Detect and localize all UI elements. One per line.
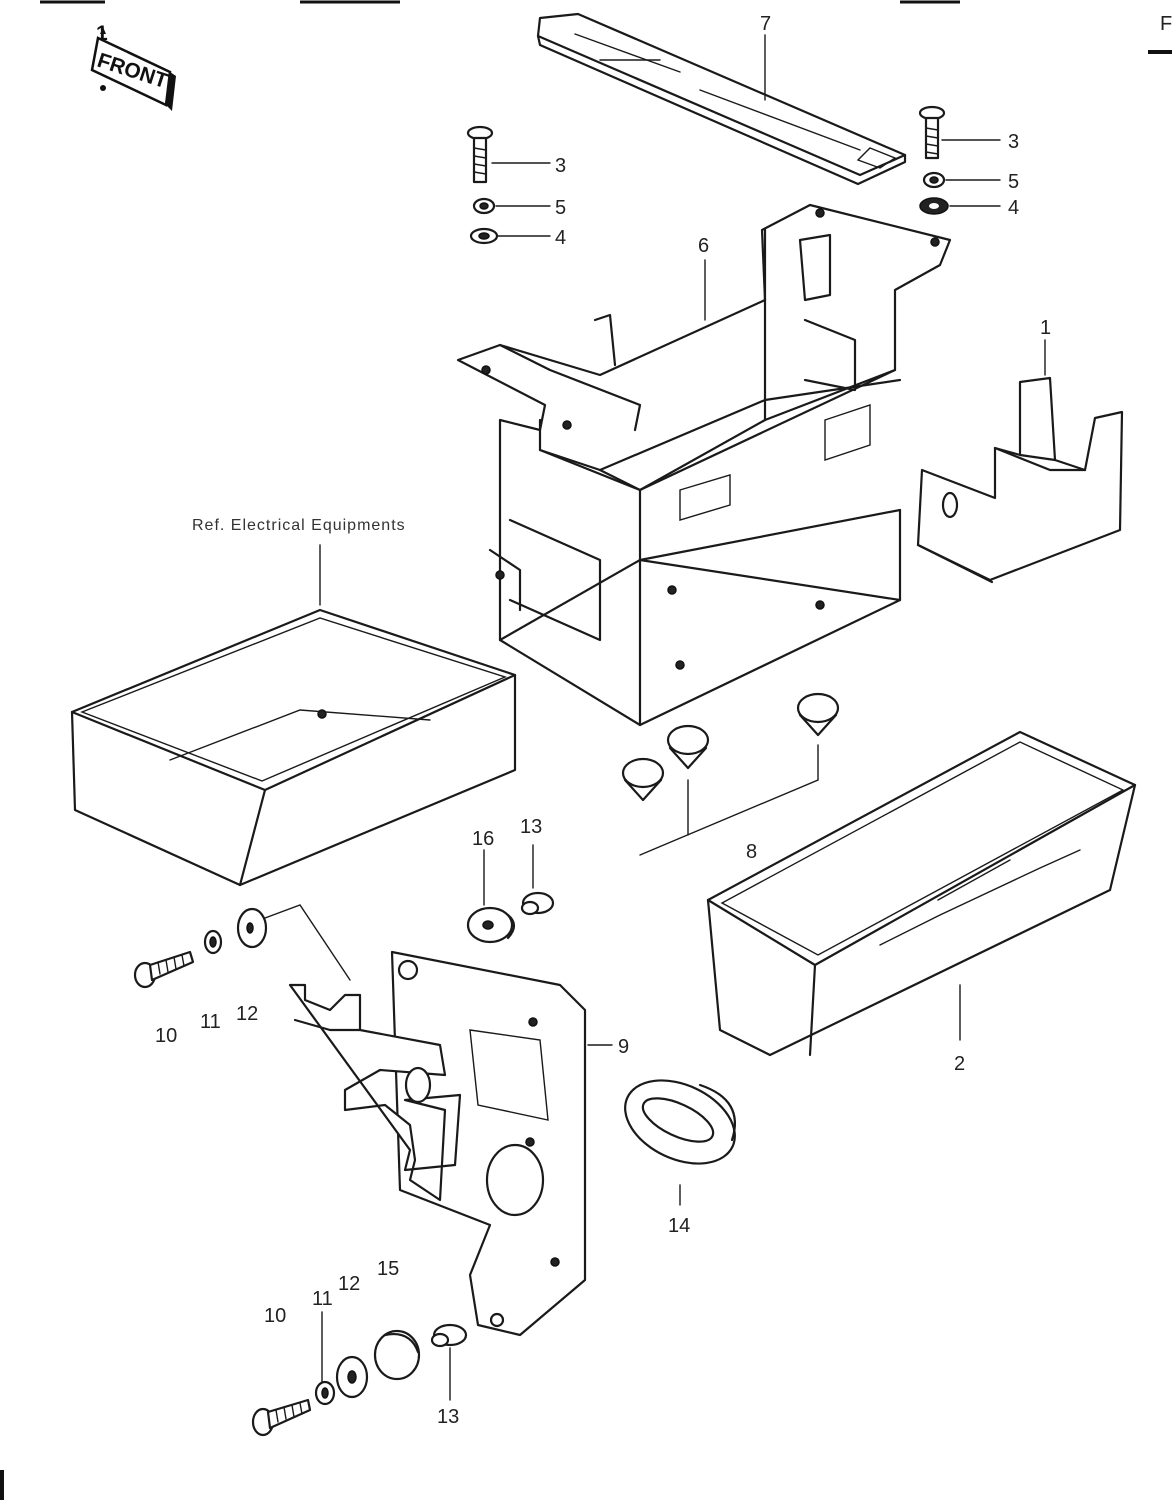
callout-10: 10 <box>155 1025 177 1047</box>
callout-11: 11 <box>200 1011 221 1033</box>
edge-mark-right: F <box>1160 13 1172 35</box>
front-arrow-icon <box>100 27 106 34</box>
callout-16: 16 <box>472 828 494 850</box>
relay-bracket <box>288 983 462 1202</box>
callout-7: 7 <box>760 13 771 35</box>
callout-5: 5 <box>1008 171 1019 193</box>
rubber-caps-part-8 <box>621 692 840 856</box>
battery-strap-part-7 <box>536 12 907 186</box>
callout-3: 3 <box>555 155 566 177</box>
tray-part-2 <box>706 730 1137 1057</box>
reference-note: Ref. Electrical Equipments <box>192 517 406 534</box>
callout-9: 9 <box>618 1036 629 1058</box>
callout-5: 5 <box>555 197 566 219</box>
callout-4: 4 <box>555 227 566 249</box>
bolt-set-left <box>466 125 499 245</box>
battery-case-part-6 <box>456 203 952 727</box>
callout-2: 2 <box>954 1053 965 1075</box>
leader-lines <box>321 34 1046 1401</box>
plate-part-9 <box>390 950 587 1337</box>
callout-4: 4 <box>1008 197 1019 219</box>
callout-1: 1 <box>1040 317 1051 339</box>
callout-15: 15 <box>377 1258 399 1280</box>
bolt-set-upper <box>133 904 351 989</box>
front-mark: FRONT 1 <box>90 22 176 111</box>
callout-11: 11 <box>312 1288 333 1310</box>
callout-12: 12 <box>338 1273 360 1295</box>
bracket-part-1 <box>916 376 1124 584</box>
battery-ref: Ref. Electrical Equipments <box>70 517 517 887</box>
bolt-set-right <box>918 105 949 215</box>
bolt-set-lower <box>251 1323 468 1437</box>
callout-13: 13 <box>437 1406 459 1428</box>
callout-13: 13 <box>520 816 542 838</box>
callout-3: 3 <box>1008 131 1019 153</box>
callout-8: 8 <box>746 841 757 863</box>
collar-part-13-upper <box>520 891 555 916</box>
grommet-part-16 <box>466 906 516 944</box>
callout-10: 10 <box>264 1305 286 1327</box>
callout-12: 12 <box>236 1003 258 1025</box>
callout-6: 6 <box>698 235 709 257</box>
callout-14: 14 <box>668 1215 690 1237</box>
callout-labels: 7 3 5 4 3 5 4 6 1 8 2 16 13 9 10 11 12 1… <box>155 13 1051 1428</box>
grommet-part-14 <box>624 1079 737 1206</box>
